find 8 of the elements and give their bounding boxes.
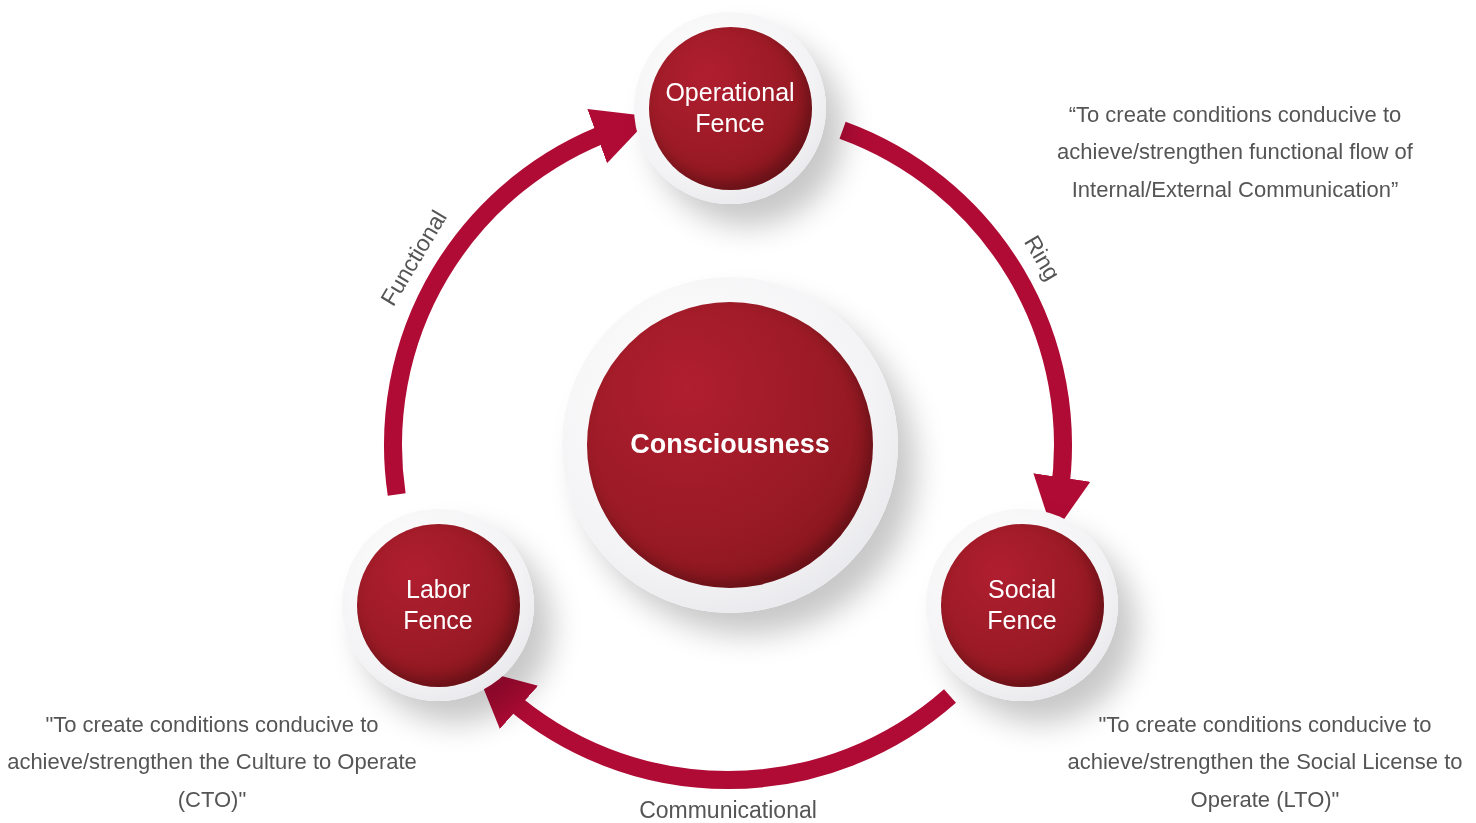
edge-label: Communicational: [639, 796, 817, 823]
node-label: Social Fence: [986, 573, 1058, 636]
node-label: Labor Fence: [402, 573, 474, 636]
quote-text: “To create conditions conducive to achieve/strengthen functional flow of Internal/External Communication”: [1056, 101, 1414, 204]
node-label: Operational Fence: [664, 76, 796, 139]
quote-text: "To create conditions conducive to achieve/strengthen the Culture to Operate (CTO)": [6, 711, 418, 814]
node-label: Consciousness: [630, 428, 830, 462]
quote-text: "To create conditions conducive to achieve/strengthen the Social License to Operate (LTO)": [1066, 711, 1464, 814]
